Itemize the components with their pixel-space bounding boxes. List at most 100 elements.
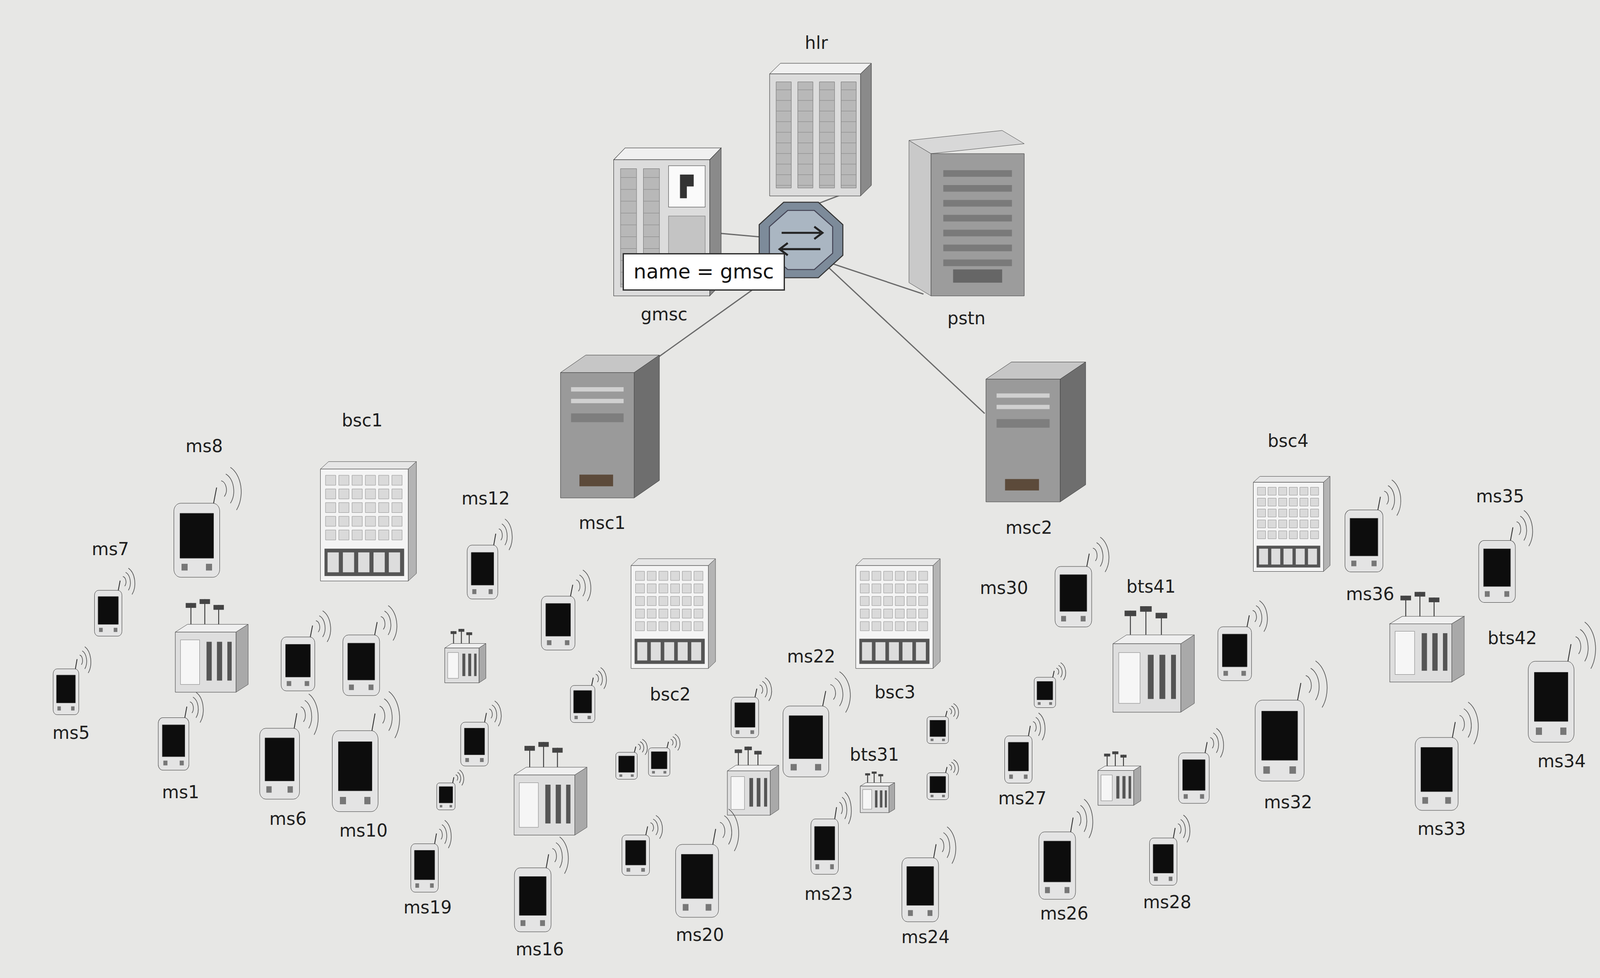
device-label: ms8 (185, 436, 223, 456)
tooltip-box: name = gmsc (622, 253, 785, 291)
device-label: ms36 (1346, 584, 1395, 604)
bts-device-icon (175, 599, 249, 693)
device-label: msc1 (578, 513, 626, 533)
ms-icon (153, 693, 205, 774)
bts-device: bts41 (1105, 603, 1203, 715)
ms-device-icon (436, 769, 464, 810)
ms-device: ms7 (89, 569, 136, 639)
ms-device: ms27 (1000, 714, 1046, 786)
ms-device-icon (615, 739, 648, 780)
device-label: ms30 (979, 578, 1029, 598)
ms-icon (1048, 538, 1111, 631)
ms-icon (806, 793, 853, 878)
ms-device: ms20 (668, 811, 741, 922)
bts-icon (1105, 603, 1203, 715)
device-label: gmsc (640, 304, 688, 324)
device-label: msc2 (1005, 517, 1052, 538)
ms-icon (1520, 624, 1597, 747)
ms-device-icon (927, 759, 959, 800)
ms-device: ms26 (1032, 801, 1094, 904)
device-label: ms12 (461, 488, 511, 508)
ms-icon (1247, 663, 1329, 786)
device-label: bts41 (1126, 576, 1176, 597)
device-label: ms35 (1476, 486, 1525, 506)
ms-icon (775, 673, 852, 782)
ms-device-icon (1178, 728, 1224, 804)
ms-icon (1338, 481, 1402, 576)
ms-device: ms24 (895, 828, 957, 926)
ms-device: ms5 (48, 647, 92, 718)
ms-device: ms12 (462, 520, 514, 603)
device-label: ms24 (901, 927, 950, 947)
tower-device: msc2 (981, 359, 1088, 502)
ms-device: ms8 (166, 469, 243, 582)
bts-device-icon (1097, 751, 1141, 806)
ms-device: ms10 (324, 693, 401, 817)
rack-icon (1250, 474, 1332, 574)
ms-device: ms35 (1472, 512, 1534, 607)
ms-device-icon (927, 703, 959, 744)
ms-icon (1032, 801, 1094, 904)
ms-icon (1144, 816, 1191, 888)
device-label: ms10 (339, 820, 388, 840)
hlr-icon (765, 63, 874, 196)
rack-device: bsc4 (1250, 474, 1332, 574)
device-label: ms32 (1264, 792, 1313, 812)
bts-device-icon (444, 628, 486, 683)
device-label: ms22 (787, 646, 836, 666)
device-label: ms34 (1537, 751, 1587, 771)
device-label: bsc1 (341, 410, 383, 430)
ms-device: ms32 (1247, 663, 1329, 786)
ms-icon (253, 695, 320, 804)
pstn-device: pstn (904, 130, 1027, 296)
device-label: bsc2 (649, 684, 691, 704)
device-label: ms20 (675, 925, 725, 945)
ms-icon (668, 811, 741, 922)
bts-icon (1382, 589, 1472, 684)
ms-icon (1000, 714, 1046, 786)
ms-icon (166, 469, 243, 582)
device-label: ms6 (269, 808, 307, 829)
ms-icon (1408, 704, 1480, 815)
hlr-device: hlr (765, 63, 874, 196)
ms-device: ms1 (153, 693, 205, 774)
ms-device-icon (342, 605, 398, 696)
bts-device: bts42 (1382, 589, 1472, 684)
ms-device-icon (280, 610, 331, 691)
device-label: ms1 (161, 782, 199, 802)
device-label: bts42 (1487, 628, 1538, 648)
ms-device-icon (570, 667, 607, 723)
device-label: hlr (805, 33, 829, 53)
device-label: ms16 (515, 939, 565, 959)
rack-device: bsc3 (852, 556, 943, 671)
ms-device: ms30 (1048, 538, 1111, 631)
ms-device: ms36 (1338, 481, 1402, 576)
ms-device: ms34 (1520, 624, 1597, 747)
ms-icon (324, 693, 401, 817)
device-label: ms28 (1143, 892, 1192, 912)
device-label: ms33 (1417, 818, 1467, 839)
device-label: bsc3 (874, 682, 916, 702)
ms-device: ms33 (1408, 704, 1480, 815)
bts-device-icon (727, 746, 779, 816)
ms-device-icon (731, 677, 772, 738)
unlabeled-devices (175, 569, 1268, 876)
ms-device-icon (621, 815, 663, 876)
ms-icon (1472, 512, 1534, 607)
device-label: ms7 (91, 539, 129, 559)
device-label: ms23 (804, 883, 854, 904)
ms-device-icon (648, 733, 680, 776)
bts-icon (856, 770, 898, 814)
ms-device-icon (460, 700, 502, 766)
ms-device: ms6 (253, 695, 320, 804)
device-label: bts31 (849, 744, 900, 765)
bts-device: bts31 (856, 770, 898, 814)
ms-icon (406, 821, 453, 895)
rack-icon (852, 556, 943, 671)
ms-device: ms16 (508, 838, 570, 936)
rack-icon (627, 556, 718, 671)
ms-icon (89, 569, 136, 639)
tower-device: msc1 (556, 352, 662, 498)
rack-device: bsc2 (627, 556, 718, 671)
